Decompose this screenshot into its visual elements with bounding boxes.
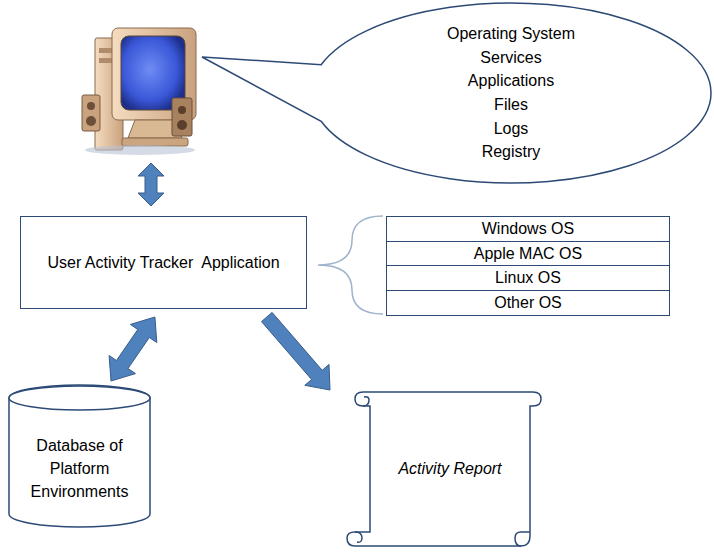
table-row: Windows OS	[386, 216, 670, 242]
text-holder: Activity Report	[375, 410, 525, 528]
process-box: User Activity Tracker Application	[20, 216, 307, 309]
table-row: Apple MAC OS	[386, 241, 670, 267]
node-label: Services	[480, 46, 541, 70]
node-label: Registry	[482, 140, 541, 164]
node-label: Windows OS	[482, 219, 574, 239]
node-label: Logs	[494, 117, 529, 141]
node-label: Operating System	[447, 22, 575, 46]
document-title: Activity Report	[398, 459, 501, 479]
node-label: Apple MAC OS	[474, 244, 582, 264]
node-label: User Activity Tracker Application	[47, 253, 279, 273]
block-arrow	[109, 317, 157, 381]
scroll-curl	[515, 532, 530, 546]
scroll-body	[347, 392, 541, 546]
table-row: Other OS	[386, 290, 670, 316]
document-scroll: Activity Report	[325, 388, 547, 552]
computer-illustration	[82, 28, 196, 155]
node-label: Applications	[468, 69, 554, 93]
block-arrow	[262, 312, 331, 390]
double-arrow	[138, 163, 164, 206]
curly-brace	[318, 216, 383, 314]
bubble-outline	[202, 3, 711, 183]
node-label: Other OS	[494, 293, 562, 313]
node-label: Files	[494, 93, 528, 117]
node-label: Database of Platform Environments	[22, 434, 137, 503]
node-label: Linux OS	[495, 268, 561, 288]
cyl-outline	[8, 385, 151, 527]
database-cylinder: Database of Platform Environments	[8, 385, 151, 527]
cylinder-top	[9, 386, 150, 410]
scroll-curl	[355, 532, 362, 542]
speech-bubble: Operating SystemServicesApplicationsFile…	[310, 2, 712, 184]
cylinder-body	[9, 385, 150, 527]
scroll-curl	[363, 397, 369, 406]
text-holder: Database of Platform Environments	[22, 419, 137, 517]
table-row: Linux OS	[386, 265, 670, 291]
